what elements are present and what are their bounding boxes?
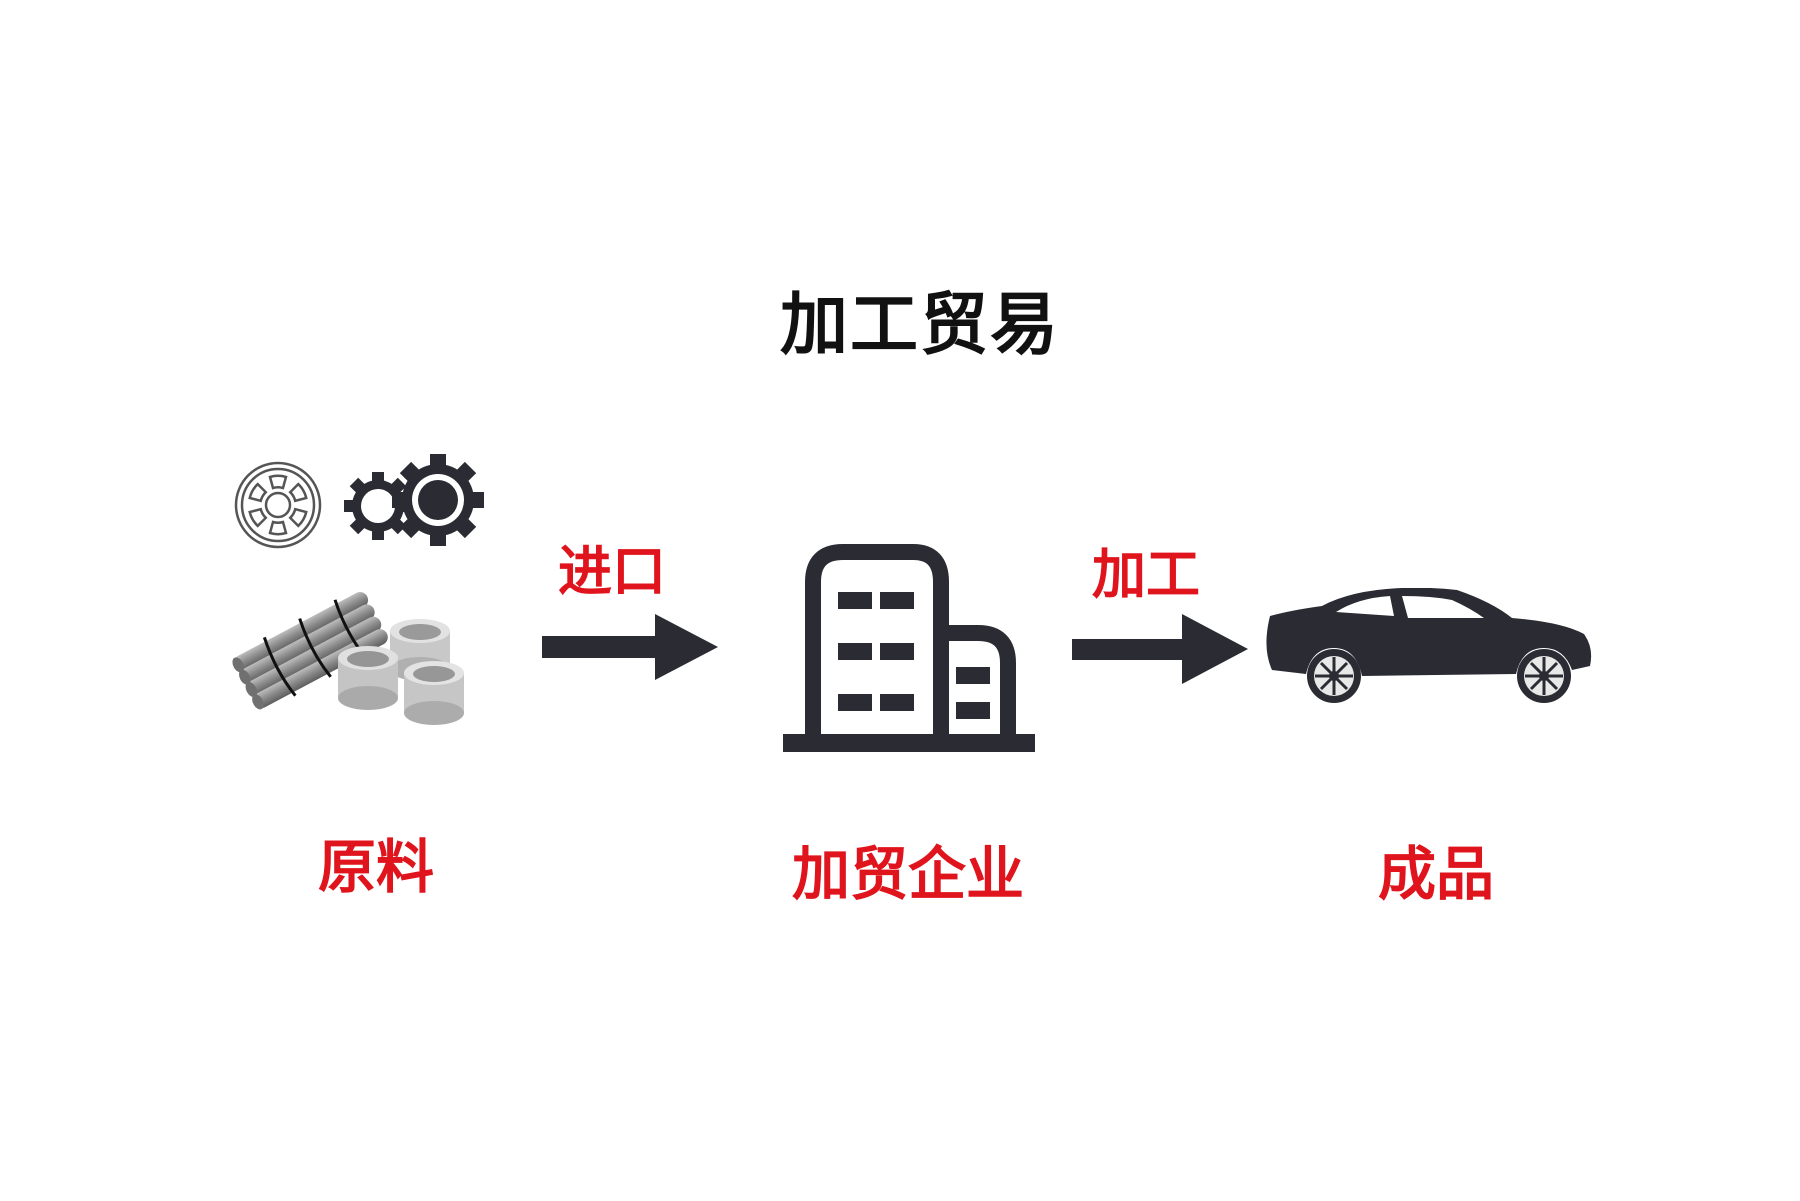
car-wheel-rear-icon (1307, 649, 1361, 703)
arrow-right-icon (540, 612, 720, 682)
small-gear-icon (344, 472, 412, 540)
building-icon (783, 540, 1035, 755)
edge-label-process: 加工 (1092, 543, 1200, 606)
node-label-processing-enterprise: 加贸企业 (792, 840, 1025, 908)
car-wheel-front-icon (1517, 649, 1571, 703)
node-label-finished-product: 成品 (1378, 840, 1495, 908)
node-label-raw-materials: 原料 (318, 833, 435, 901)
edge-label-import: 进口 (558, 540, 666, 603)
car-icon (1262, 588, 1594, 703)
arrow-right-icon (1070, 612, 1250, 687)
large-gear-icon (392, 454, 484, 546)
raw-materials-icon (228, 448, 498, 728)
wheel-icon (234, 461, 322, 549)
steel-rings-icon (338, 619, 464, 725)
diagram-title: 加工贸易 (779, 286, 1060, 365)
